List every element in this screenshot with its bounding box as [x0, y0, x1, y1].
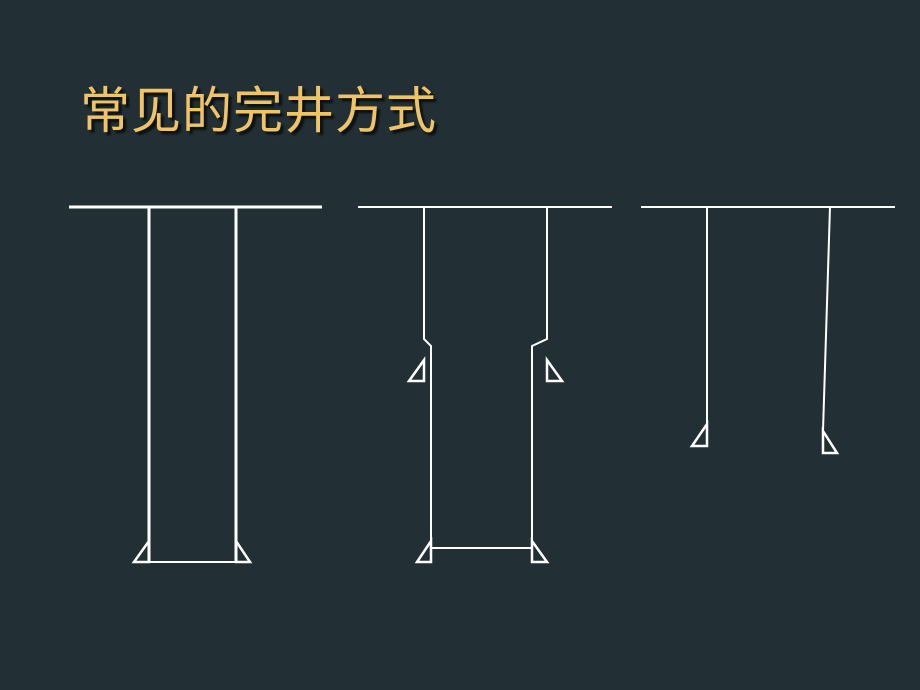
well-completion-diagram-3 [641, 206, 895, 455]
casing-shoe-lower-right [530, 537, 550, 564]
casing-shoe-upper-right [545, 356, 565, 383]
casing-shoe-right [234, 536, 253, 564]
slide-title: 常见的完井方式 [80, 82, 437, 140]
well-completion-diagram-2 [358, 206, 612, 564]
casing-shoe-left [131, 537, 151, 564]
casing-shoe-upper-left [406, 356, 426, 383]
casing-wall-left [423, 207, 432, 548]
casing-wall-right [531, 207, 548, 548]
well-completion-diagram-1 [69, 205, 322, 564]
casing-shoe-right [821, 426, 840, 455]
casing-wall-right [822, 206, 831, 432]
casing-shoe-lower-left [414, 536, 433, 564]
casing-shoe-left [689, 419, 709, 448]
